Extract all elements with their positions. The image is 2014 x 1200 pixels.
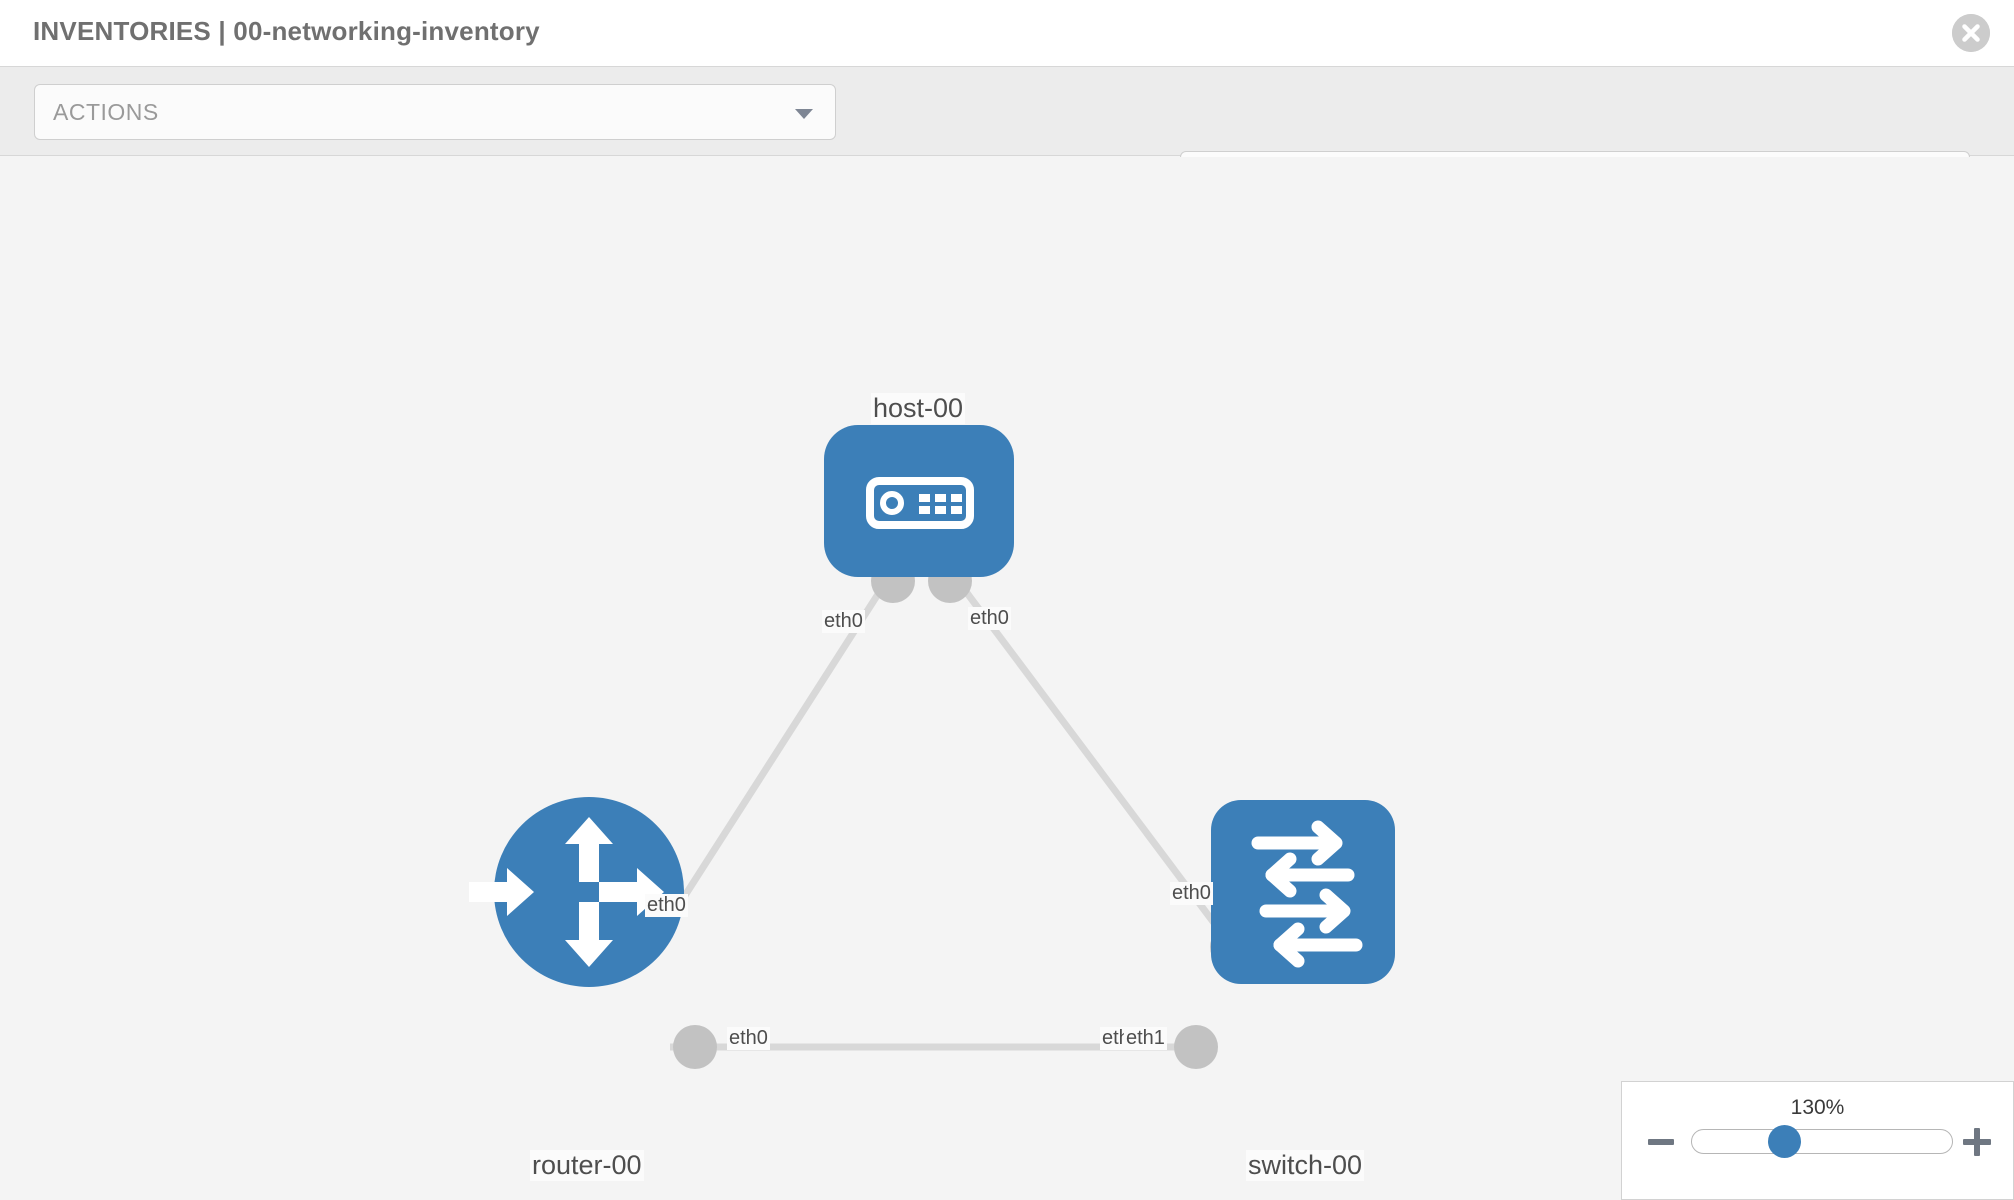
node-label-host-00: host-00: [871, 393, 966, 424]
zoom-slider-track[interactable]: [1691, 1129, 1953, 1154]
iface-label-router-eth0: eth0: [727, 1027, 770, 1050]
page-header: INVENTORIES | 00-networking-inventory: [0, 0, 2014, 67]
connector-router-eth0: [673, 1025, 717, 1069]
zoom-level-value: 130%: [1790, 1096, 1845, 1119]
node-router-00[interactable]: [469, 797, 684, 987]
plus-icon[interactable]: [1963, 1128, 1991, 1156]
interface-connectors: [673, 559, 1254, 1069]
node-switch-00[interactable]: [1211, 800, 1395, 984]
iface-label-host-eth0-left: eth0: [822, 610, 865, 633]
actions-dropdown[interactable]: ACTIONS: [34, 84, 836, 140]
node-host-00[interactable]: [824, 425, 1014, 577]
zoom-slider-thumb[interactable]: [1768, 1125, 1801, 1158]
iface-label-router-eth0-up: eth0: [645, 894, 688, 917]
iface-label-host-eth0-right: eth0: [968, 607, 1011, 630]
chevron-down-icon: [795, 109, 813, 119]
connector-switch-eth1: [1174, 1025, 1218, 1069]
server-icon: [866, 477, 974, 529]
close-icon[interactable]: [1952, 14, 1990, 52]
zoom-control-panel: 130%: [1621, 1081, 2014, 1200]
link-host-router: [649, 575, 892, 949]
iface-label-switch-eth0-up: eth0: [1170, 882, 1213, 905]
minus-icon[interactable]: [1648, 1139, 1674, 1145]
node-label-switch-00: switch-00: [1246, 1150, 1365, 1181]
switch-arrows-icon: [1251, 820, 1363, 968]
topology-graph: [469, 425, 1395, 1069]
toolbar: ACTIONS SEARCH: [0, 67, 2014, 207]
topology-canvas[interactable]: host-00 router-00 switch-00 eth0 eth0 et…: [0, 157, 2014, 1200]
iface-label-switch-eth1: eth1: [1124, 1027, 1167, 1050]
page-title: INVENTORIES | 00-networking-inventory: [33, 16, 540, 46]
actions-dropdown-label: ACTIONS: [53, 99, 159, 125]
node-label-router-00: router-00: [530, 1150, 644, 1181]
